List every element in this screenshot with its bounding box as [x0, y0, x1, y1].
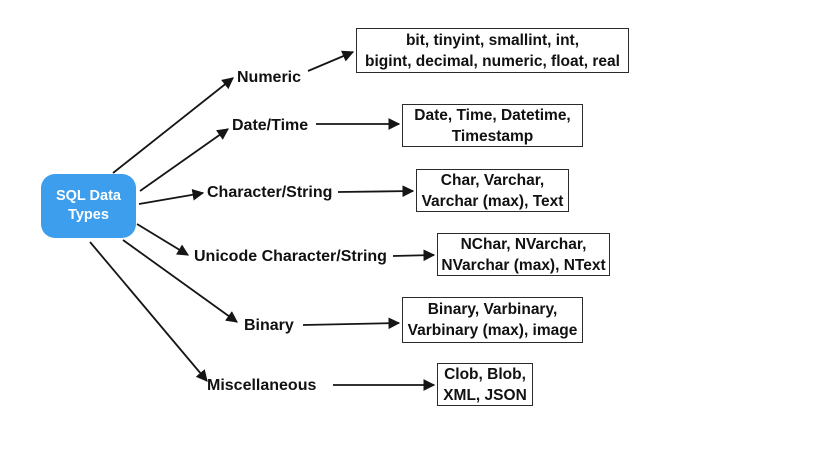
category-label-numeric: Numeric — [237, 69, 302, 86]
types-box-date-time: Date, Time, Datetime, Timestamp — [402, 104, 583, 147]
category-label-miscellaneous: Miscellaneous — [207, 377, 317, 394]
arrow-root-to-charstr — [138, 189, 205, 205]
types-box-character-string: Char, Varchar, Varchar (max), Text — [416, 169, 569, 212]
arrow-root-to-numeric — [112, 77, 234, 174]
arrow-root-to-datetime — [139, 128, 229, 192]
types-box-miscellaneous: Clob, Blob, XML, JSON — [437, 363, 533, 406]
arrow-charstr-to-box — [337, 185, 415, 197]
types-box-numeric: bit, tinyint, smallint, int, bigint, dec… — [356, 28, 629, 73]
category-label-date-time: Date/Time — [232, 117, 309, 134]
category-label-unicode-character-string: Unicode Character/String — [194, 248, 387, 265]
category-label-character-string: Character/String — [207, 184, 333, 201]
types-box-unicode-character-string: NChar, NVarchar, NVarchar (max), NText — [437, 233, 610, 276]
arrow-unicode-to-box — [392, 249, 436, 262]
category-label-binary: Binary — [244, 317, 294, 334]
arrow-binary-to-box — [302, 317, 401, 330]
arrow-root-to-unicode — [136, 223, 189, 256]
arrow-root-to-misc — [89, 241, 208, 382]
root-node-sql-data-types: SQL Data Types — [41, 174, 136, 238]
arrow-numeric-to-box — [307, 50, 355, 72]
types-box-binary: Binary, Varbinary, Varbinary (max), imag… — [402, 297, 583, 343]
